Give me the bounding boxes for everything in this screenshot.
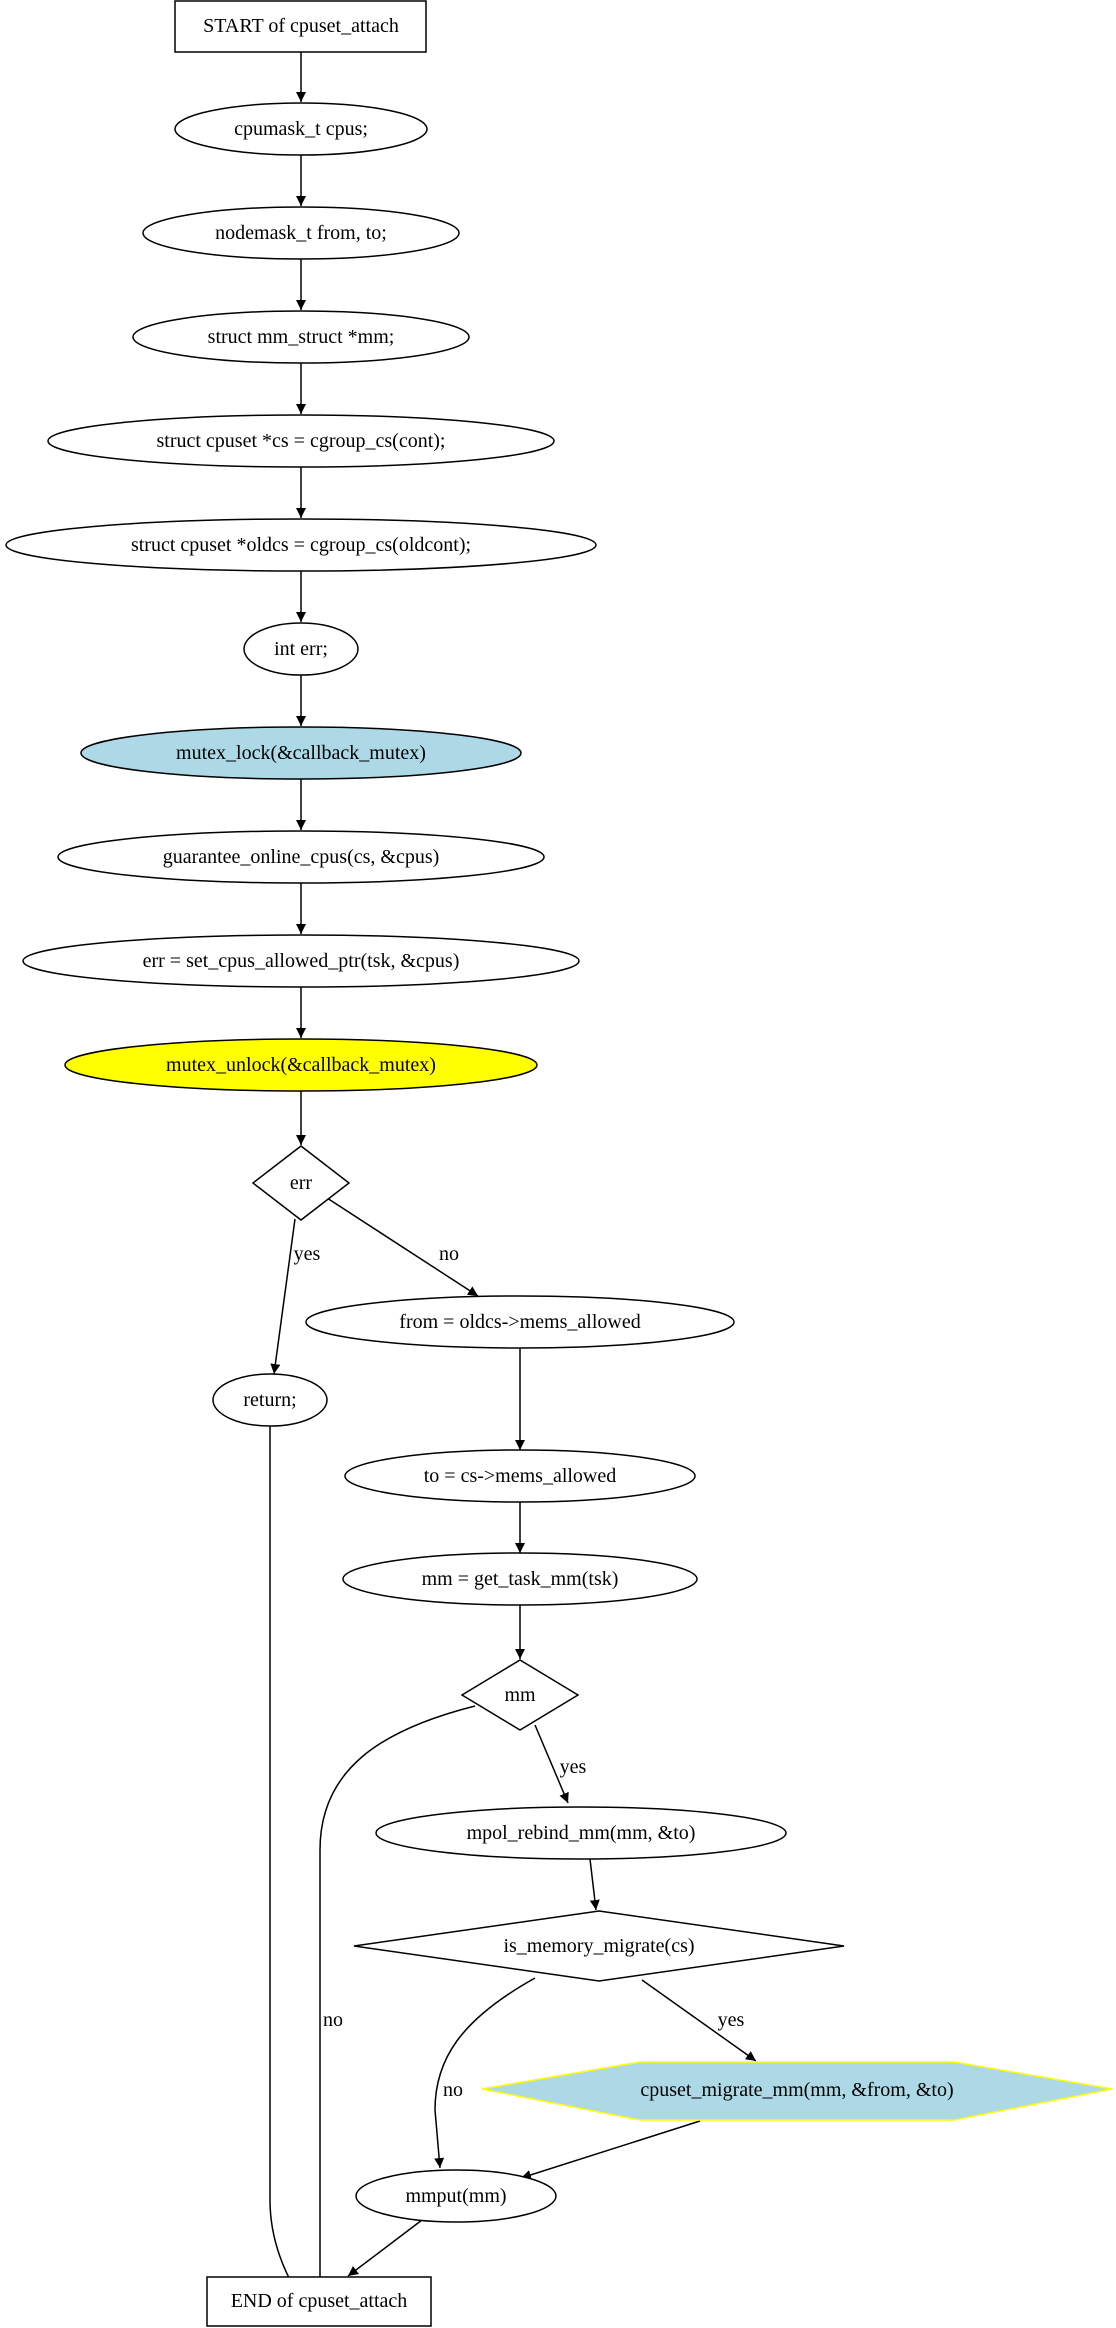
end-box — [206, 2276, 432, 2327]
get-mm-ellipse — [342, 1552, 698, 1606]
mm-decl-label: struct mm_struct *mm; — [208, 326, 395, 348]
node-cs-decl: struct cpuset *cs = cgroup_cs(cont); — [47, 414, 555, 468]
start-box — [174, 0, 427, 53]
rebind-ellipse — [375, 1806, 787, 1860]
node-mm-decl: struct mm_struct *mm; — [132, 310, 470, 364]
edge-label-mm-yes: yes — [560, 1756, 587, 1778]
unlock-label: mutex_unlock(&callback_mutex) — [166, 1054, 436, 1076]
cpumask-label: cpumask_t cpus; — [234, 118, 368, 140]
guarantee-ellipse — [57, 830, 545, 884]
migrate-hexagon — [481, 2061, 1113, 2121]
from-assign-label: from = oldcs->mems_allowed — [399, 1311, 640, 1333]
node-lock: mutex_lock(&callback_mutex) — [80, 726, 522, 780]
edge-errcheck-from — [326, 1197, 479, 1297]
edge-return-end — [269, 1426, 303, 2301]
start-label: START of cpuset_attach — [203, 15, 399, 37]
end-label: END of cpuset_attach — [231, 2290, 408, 2312]
err-check-label: err — [290, 1172, 313, 1194]
node-cpumask: cpumask_t cpus; — [174, 102, 428, 156]
node-set-allowed: err = set_cpus_allowed_ptr(tsk, &cpus) — [22, 934, 580, 988]
cpumask-ellipse — [174, 102, 428, 156]
node-mmput: mmput(mm) — [355, 2169, 557, 2223]
node-get-mm: mm = get_task_mm(tsk) — [342, 1552, 698, 1606]
node-mm-check: mm — [460, 1659, 580, 1731]
nodemask-label: nodemask_t from, to; — [215, 222, 387, 244]
mmput-label: mmput(mm) — [405, 2185, 506, 2207]
return-ellipse — [212, 1373, 328, 1427]
migrate-check-diamond — [353, 1910, 845, 1982]
rebind-label: mpol_rebind_mm(mm, &to) — [467, 1822, 696, 1844]
err-decl-ellipse — [243, 622, 359, 676]
edge-mmput-end — [347, 2219, 423, 2277]
lock-label: mutex_lock(&callback_mutex) — [176, 742, 426, 764]
from-assign-ellipse — [305, 1295, 735, 1349]
node-guarantee: guarantee_online_cpus(cs, &cpus) — [57, 830, 545, 884]
node-return: return; — [212, 1373, 328, 1427]
cs-decl-ellipse — [47, 414, 555, 468]
edge-migrate-mmput — [520, 2120, 701, 2180]
lock-ellipse — [80, 726, 522, 780]
edge-label-err-no: no — [439, 1243, 459, 1265]
node-rebind: mpol_rebind_mm(mm, &to) — [375, 1806, 787, 1860]
migrate-check-label: is_memory_migrate(cs) — [503, 1935, 694, 1957]
edge-rebind-migratecheck — [589, 1858, 600, 1911]
node-unlock: mutex_unlock(&callback_mutex) — [64, 1038, 538, 1092]
oldcs-decl-label: struct cpuset *oldcs = cgroup_cs(oldcont… — [131, 534, 471, 556]
node-from-assign: from = oldcs->mems_allowed — [305, 1295, 735, 1349]
start-node: START of cpuset_attach — [174, 0, 427, 53]
node-migrate-check: is_memory_migrate(cs) — [353, 1910, 845, 1982]
mm-decl-ellipse — [132, 310, 470, 364]
edge-labels: yes no yes no yes no — [294, 1243, 745, 2101]
node-err-check: err — [251, 1145, 351, 1221]
get-mm-label: mm = get_task_mm(tsk) — [422, 1568, 619, 1590]
mm-check-diamond — [460, 1659, 580, 1731]
to-assign-label: to = cs->mems_allowed — [424, 1465, 617, 1487]
guarantee-label: guarantee_online_cpus(cs, &cpus) — [163, 846, 440, 868]
edge-mmcheck-rebind — [534, 1724, 569, 1804]
node-to-assign: to = cs->mems_allowed — [344, 1449, 696, 1503]
edge-errcheck-return — [270, 1218, 296, 1375]
nodemask-ellipse — [142, 206, 460, 260]
edge-label-mm-no: no — [323, 2009, 343, 2031]
mmput-ellipse — [355, 2169, 557, 2223]
edge-migratecheck-mmput — [434, 1977, 536, 2169]
set-allowed-label: err = set_cpus_allowed_ptr(tsk, &cpus) — [143, 950, 460, 972]
unlock-ellipse — [64, 1038, 538, 1092]
to-assign-ellipse — [344, 1449, 696, 1503]
oldcs-decl-ellipse — [5, 518, 597, 572]
end-node: END of cpuset_attach — [206, 2276, 432, 2327]
node-err-decl: int err; — [243, 622, 359, 676]
err-check-diamond — [251, 1145, 351, 1221]
edge-mmcheck-end — [315, 1705, 476, 2301]
return-label: return; — [243, 1389, 296, 1411]
node-nodemask: nodemask_t from, to; — [142, 206, 460, 260]
mm-check-label: mm — [504, 1684, 536, 1706]
err-decl-label: int err; — [274, 638, 328, 660]
edge-label-migrate-yes: yes — [718, 2009, 745, 2031]
edge-label-migrate-no: no — [443, 2079, 463, 2101]
migrate-label: cpuset_migrate_mm(mm, &from, &to) — [640, 2079, 953, 2101]
set-allowed-ellipse — [22, 934, 580, 988]
cs-decl-label: struct cpuset *cs = cgroup_cs(cont); — [157, 430, 446, 452]
node-oldcs-decl: struct cpuset *oldcs = cgroup_cs(oldcont… — [5, 518, 597, 572]
edge-migratecheck-migrate — [641, 1979, 757, 2062]
node-migrate: cpuset_migrate_mm(mm, &from, &to) — [481, 2061, 1113, 2121]
edge-label-err-yes: yes — [294, 1243, 321, 1265]
